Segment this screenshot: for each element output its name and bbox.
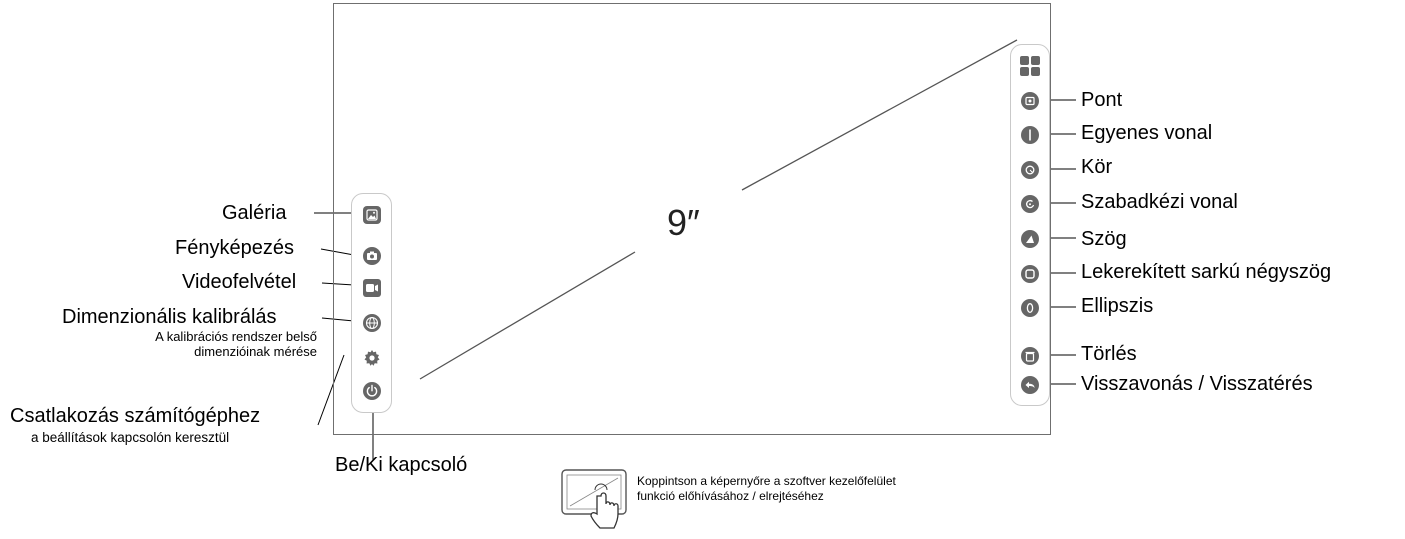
- trash-icon[interactable]: [1021, 347, 1039, 365]
- leader-calibration: [321, 317, 355, 322]
- label-angle: Szög: [1081, 228, 1127, 250]
- grid-menu-icon[interactable]: [1019, 55, 1041, 82]
- label-undo: Visszavonás / Visszatérés: [1081, 373, 1313, 395]
- label-connect-sub: a beállítások kapcsolón keresztül: [31, 430, 230, 445]
- video-camera-icon[interactable]: [363, 279, 381, 297]
- globe-icon[interactable]: [363, 314, 381, 332]
- gallery-icon[interactable]: [363, 206, 381, 224]
- hint-line2: funkció előhívásához / elrejtéséhez: [637, 489, 824, 503]
- circle-icon[interactable]: [1021, 161, 1039, 179]
- undo-icon[interactable]: [1021, 376, 1039, 394]
- point-icon[interactable]: [1021, 92, 1039, 110]
- label-circle: Kör: [1081, 156, 1113, 178]
- label-power: Be/Ki kapcsoló: [335, 454, 468, 476]
- label-connect: Csatlakozás számítógéphez: [10, 405, 261, 427]
- label-line: Egyenes vonal: [1081, 122, 1213, 144]
- calibration-description-line2: dimenzióinak mérése: [194, 343, 317, 359]
- tap-screen-icon: [560, 466, 632, 539]
- calibration-description-line1: A kalibrációs rendszer belső: [155, 329, 317, 344]
- angle-icon[interactable]: [1021, 230, 1039, 248]
- hint-line1: Koppintson a képernyőre a szoftver kezel…: [637, 474, 896, 488]
- leader-photo: [320, 248, 355, 256]
- label-rounded-rect: Lekerekített sarkú négyszög: [1081, 261, 1332, 283]
- rounded-rectangle-icon[interactable]: [1021, 265, 1039, 283]
- label-delete: Törlés: [1081, 343, 1137, 365]
- gear-icon[interactable]: [363, 349, 381, 367]
- left-toolbar: [351, 193, 392, 413]
- label-ellipse: Ellipszis: [1081, 295, 1154, 317]
- leader-video: [321, 282, 355, 286]
- freehand-icon[interactable]: [1021, 195, 1039, 213]
- hint-text: Koppintson a képernyőre a szoftver kezel…: [637, 474, 896, 504]
- label-point: Pont: [1081, 89, 1123, 111]
- diagonal-line-upper: [741, 39, 1018, 191]
- calibration-description: A kalibrációs rendszer belső dimenzióina…: [155, 329, 317, 360]
- power-icon[interactable]: [363, 382, 381, 400]
- label-video: Videofelvétel: [182, 271, 297, 293]
- ellipse-icon[interactable]: [1021, 299, 1039, 317]
- camera-icon[interactable]: [363, 247, 381, 265]
- label-gallery: Galéria: [222, 202, 287, 224]
- label-freehand: Szabadkézi vonal: [1081, 191, 1238, 213]
- diagonal-line-lower: [419, 251, 636, 380]
- right-toolbar: [1010, 44, 1050, 406]
- label-calibration: Dimenzionális kalibrálás: [62, 306, 277, 328]
- device-screen[interactable]: [333, 3, 1051, 435]
- label-photo: Fényképezés: [175, 237, 294, 259]
- leader-connect: [317, 354, 345, 426]
- straight-line-icon[interactable]: [1021, 126, 1039, 144]
- screen-size-label: 9″: [667, 202, 700, 243]
